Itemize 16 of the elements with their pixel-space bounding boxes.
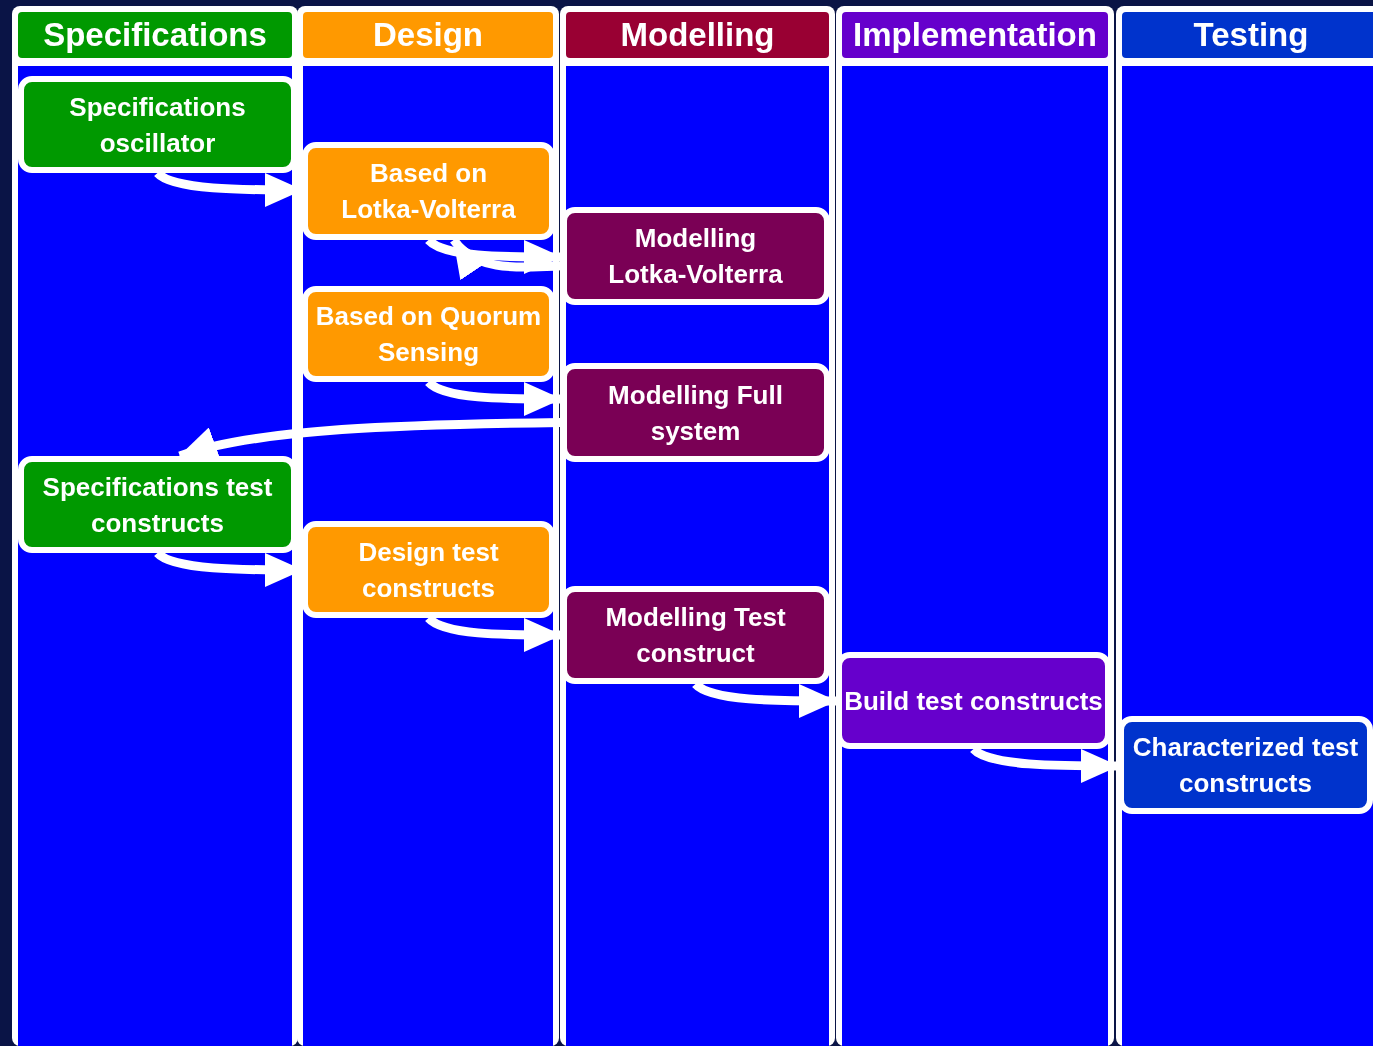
lane-header: Testing (1122, 12, 1373, 58)
box-label: Based on Lotka-Volterra (340, 157, 517, 226)
box-label: Specifications oscillator (68, 90, 247, 160)
lane-header: Modelling (566, 12, 829, 58)
box-label: Characterized test constructs (1131, 731, 1360, 800)
arrow (450, 237, 562, 280)
box-label: Modelling Full system (607, 378, 784, 448)
box-label: Modelling Test construct (604, 601, 787, 670)
box-label: Design test constructs (357, 535, 500, 605)
box-label: Specifications test constructs (41, 470, 274, 540)
lane-header: Specifications (18, 12, 292, 58)
box-label: Modelling Lotka-Volterra (607, 222, 784, 291)
lane-header: Design (303, 12, 553, 58)
lane-header: Implementation (842, 12, 1108, 58)
box-label: Based on Quorum Sensing (314, 300, 543, 369)
box-label: Build test constructs (843, 684, 1104, 718)
